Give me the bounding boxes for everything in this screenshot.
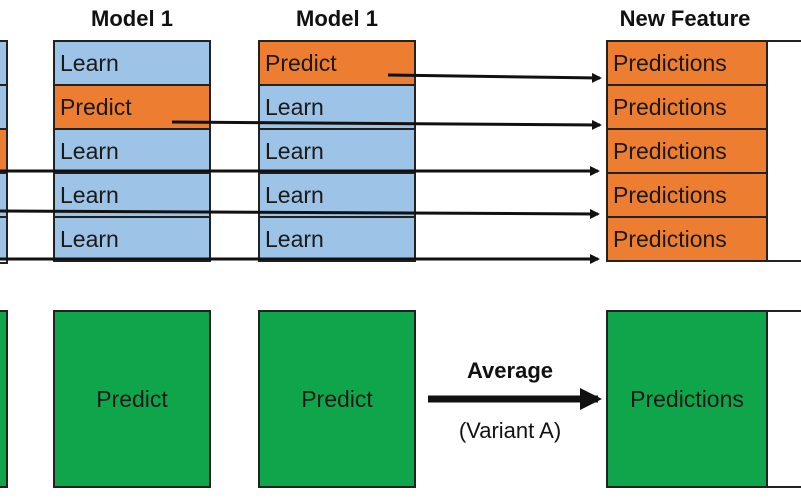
- left-partial-cell: [0, 218, 6, 260]
- new-feature-cell: Predictions: [608, 174, 768, 218]
- left-partial-bottom-box: [0, 310, 8, 488]
- average-label: Average: [466, 358, 553, 383]
- model-b-predict-label: Predict: [301, 385, 373, 412]
- model-a-cell: Learn: [55, 130, 209, 174]
- model-b-cell: Learn: [260, 174, 414, 218]
- arrow-row1: [387, 72, 602, 83]
- model-b-cell: Learn: [260, 218, 414, 260]
- left-partial-cell: [0, 130, 6, 174]
- model-a-cell: Learn: [55, 42, 209, 86]
- model-a-predict-label: Predict: [96, 385, 168, 412]
- new-feature-predictions-label: Predictions: [630, 385, 744, 412]
- left-partial-cell: [0, 86, 6, 130]
- model-1-header-a: Model 1: [91, 6, 173, 31]
- model-a-predict-box: Predict: [53, 310, 211, 488]
- arrow-row4: [0, 208, 600, 219]
- model-b-cell: Predict: [260, 42, 414, 86]
- left-partial-column: [0, 40, 8, 264]
- new-feature-cell: Predictions: [608, 130, 768, 174]
- model-b-cell: Learn: [260, 130, 414, 174]
- new-feature-cell: Predictions: [608, 86, 768, 130]
- new-feature-predictions-box: Predictions: [608, 312, 768, 486]
- new-feature-bottom-column: Predictions: [606, 310, 801, 488]
- new-feature-header: New Feature: [619, 6, 751, 31]
- model-b-column: Predict Learn Learn Learn Learn: [258, 40, 416, 262]
- model-a-column: Learn Predict Learn Learn Learn: [53, 40, 211, 262]
- left-partial-cell: [0, 174, 6, 218]
- variant-label: (Variant A): [458, 418, 562, 443]
- new-feature-column: Predictions Predictions Predictions Pred…: [606, 40, 801, 262]
- model-1-header-b: Model 1: [296, 6, 378, 31]
- new-feature-cell: Predictions: [608, 218, 768, 260]
- arrow-row2: [171, 119, 602, 130]
- new-feature-cell: Predictions: [608, 42, 768, 86]
- model-a-cell: Learn: [55, 218, 209, 260]
- left-partial-cell: [0, 42, 6, 86]
- model-b-predict-box: Predict: [258, 310, 416, 488]
